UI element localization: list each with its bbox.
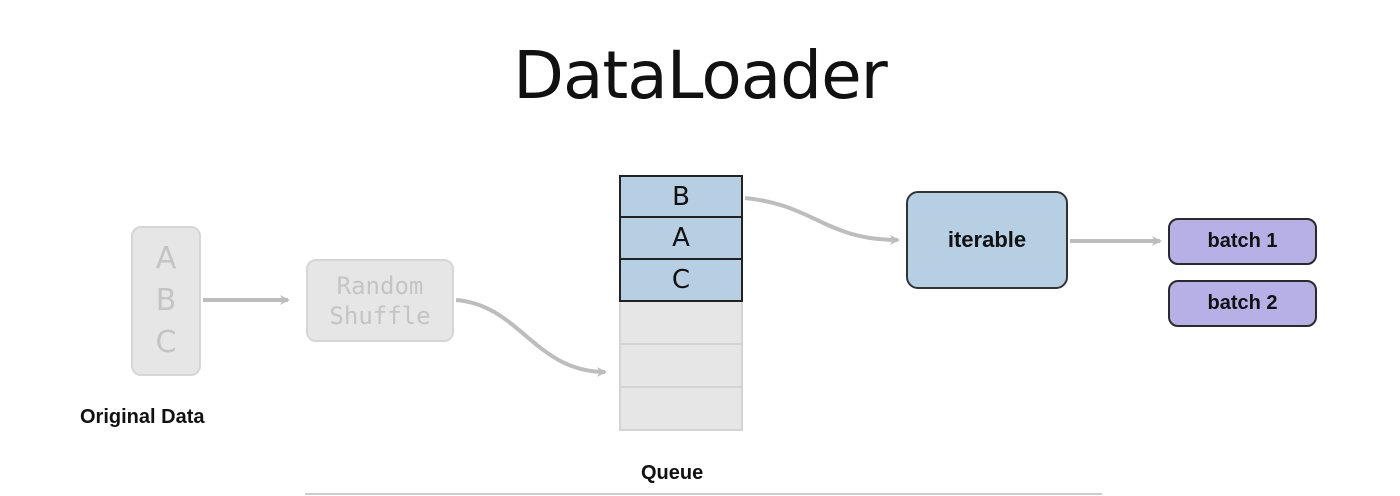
random-shuffle-box: Random Shuffle [306, 259, 454, 342]
batch-2: batch 2 [1168, 280, 1317, 327]
queue-label: Queue [641, 462, 704, 484]
queue-empty-slot [619, 302, 743, 345]
diagram-title: DataLoader [513, 37, 888, 114]
queue-empty-slot [619, 345, 743, 388]
queue-empty-slot [619, 388, 743, 431]
queue-cell-b: B [619, 175, 743, 218]
shuffle-line-1: Random [336, 271, 424, 300]
iterable-box: iterable [906, 191, 1068, 289]
queue-cell-c: C [619, 260, 743, 302]
original-item-a: A [155, 241, 177, 276]
original-item-b: B [155, 283, 177, 318]
original-item-c: C [155, 325, 177, 360]
arrow-queue-to-iterable [744, 196, 900, 245]
bottom-divider [305, 493, 1102, 495]
batch-1: batch 1 [1168, 218, 1317, 265]
queue-cell-a: A [619, 218, 743, 260]
arrow-shuffle-to-queue [455, 298, 607, 377]
queue: B A C [619, 175, 743, 431]
original-data-label: Original Data [80, 406, 205, 428]
original-data-box: A B C [131, 226, 201, 376]
shuffle-line-2: Shuffle [329, 301, 431, 330]
